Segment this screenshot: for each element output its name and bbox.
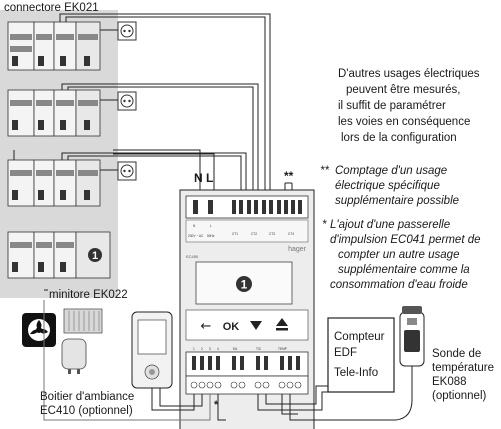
- note-line: L'ajout d'une passerelle: [330, 219, 450, 231]
- terminal-label: CT3: [269, 232, 275, 236]
- terminal-label: 230V ~ AC: [188, 234, 204, 238]
- note-line: consommation d'eau froide: [330, 279, 468, 291]
- wire-ambiance-2: [159, 388, 203, 407]
- socket-icon: [117, 161, 137, 181]
- sonde-label-line4: (optionnel): [432, 390, 487, 402]
- wire-ambiance: [151, 388, 195, 411]
- terminal-label: N: [193, 224, 196, 228]
- note-line: D'autres usages électriques: [338, 68, 480, 80]
- note-usages: D'autres usages électriques peuvent être…: [338, 68, 480, 144]
- ok-button-label: OK: [223, 321, 240, 333]
- sonde-label-line2: température: [432, 362, 494, 374]
- terminal-label: CT2: [251, 232, 257, 236]
- terminal-label: 3: [209, 347, 211, 351]
- terminal-label: 4: [217, 347, 219, 351]
- terminal-label: CT4: [288, 232, 294, 236]
- wire-set-row-1: [59, 13, 271, 200]
- water-heater-icon: [61, 338, 87, 374]
- terminal-label: L: [210, 224, 212, 228]
- sonde-label-line3: EK088: [432, 376, 467, 388]
- terminal-label: 1: [193, 347, 195, 351]
- fan-icon: [22, 313, 56, 347]
- wire-probe-2: [281, 394, 298, 415]
- ok-button[interactable]: OK: [223, 321, 240, 333]
- note-line: lors de la configuration: [341, 132, 457, 144]
- line-label: L: [206, 171, 213, 185]
- minitore-label: minitore EK022: [49, 289, 128, 301]
- note-mark: **: [320, 165, 329, 177]
- compteur-label-line2: EDF: [334, 347, 357, 359]
- down-button[interactable]: [250, 321, 262, 330]
- note-line: d'impulsion EC041 permet de: [330, 234, 481, 246]
- radiator-icon: [63, 308, 103, 334]
- wire-minitore-to-meter: [43, 300, 211, 421]
- note-comptage: ** Comptage d'un usage électrique spécif…: [320, 165, 459, 207]
- terminal-label: 2: [201, 347, 203, 351]
- marker-1-meter: [236, 276, 252, 292]
- note-line: supplémentaire comme la: [338, 264, 470, 276]
- breaker-row-1: [7, 21, 101, 71]
- breaker-row-3: [7, 159, 101, 207]
- arrow-left-icon: ←: [201, 319, 212, 334]
- terminal-label: CT1: [232, 232, 238, 236]
- wire-set-row-2: [61, 83, 259, 200]
- note-passerelle: * L'ajout d'une passerelle d'impulsion E…: [322, 219, 481, 291]
- note-line: électrique spécifique: [335, 180, 440, 192]
- single-star-mark: *: [214, 399, 219, 411]
- ambiance-box: [131, 311, 173, 389]
- note-line: les voies en conséquence: [338, 116, 470, 128]
- wire-set-row-3: [61, 152, 247, 200]
- note-line: peuvent être mesurés,: [346, 84, 460, 96]
- breaker-row-2: [7, 89, 101, 137]
- menu-button[interactable]: [276, 318, 288, 331]
- wire-probe: [289, 366, 413, 421]
- note-line: compter un autre usage: [338, 249, 459, 261]
- compteur-label-line3: Tele-Info: [334, 367, 378, 379]
- socket-icon: [117, 21, 137, 41]
- temperature-probe: [399, 306, 425, 367]
- terminal-label: EA: [233, 347, 238, 351]
- back-button[interactable]: ←: [201, 319, 212, 334]
- wire-teleinfo: [257, 391, 328, 411]
- wire-pulse: [217, 394, 226, 421]
- triangle-down-icon: [250, 321, 262, 330]
- terminal-label: TIC: [256, 347, 262, 351]
- sonde-label-line1: Sonde de: [432, 348, 481, 360]
- compteur-label-line1: Compteur: [334, 331, 385, 343]
- wire-teleinfo-2: [265, 385, 328, 405]
- socket-icon: [117, 91, 137, 111]
- note-line: supplémentaire possible: [335, 195, 459, 207]
- eject-icon: [276, 318, 288, 326]
- ambiance-label-line1: Boitier d'ambiance: [40, 391, 134, 403]
- neutral-label: N: [194, 171, 203, 185]
- note-line: Comptage d'un usage: [335, 165, 447, 177]
- marker-1-left-label: 1: [92, 250, 98, 262]
- marker-1-meter-label: 1: [241, 278, 248, 292]
- note-line: il suffit de paramétrer: [338, 100, 446, 112]
- double-star-mark: **: [284, 169, 294, 183]
- edf-meter-box: [327, 317, 395, 393]
- marker-1-left: [88, 248, 102, 262]
- terminal-label: TEMP: [278, 347, 287, 351]
- breaker-row-4: [7, 231, 111, 279]
- ambiance-label-line2: EC410 (optionnel): [40, 405, 133, 417]
- note-mark: *: [322, 219, 327, 231]
- brand-label: hager: [288, 246, 307, 253]
- wire-set-NL: [13, 149, 215, 200]
- energy-meter: N L 230V ~ AC 50Hz CT1 CT2 CT3 CT4 hager…: [179, 189, 315, 429]
- connector-label: connectore EK021: [4, 2, 99, 14]
- terminal-label: 50Hz: [207, 234, 215, 238]
- model-label: EC450: [186, 254, 199, 259]
